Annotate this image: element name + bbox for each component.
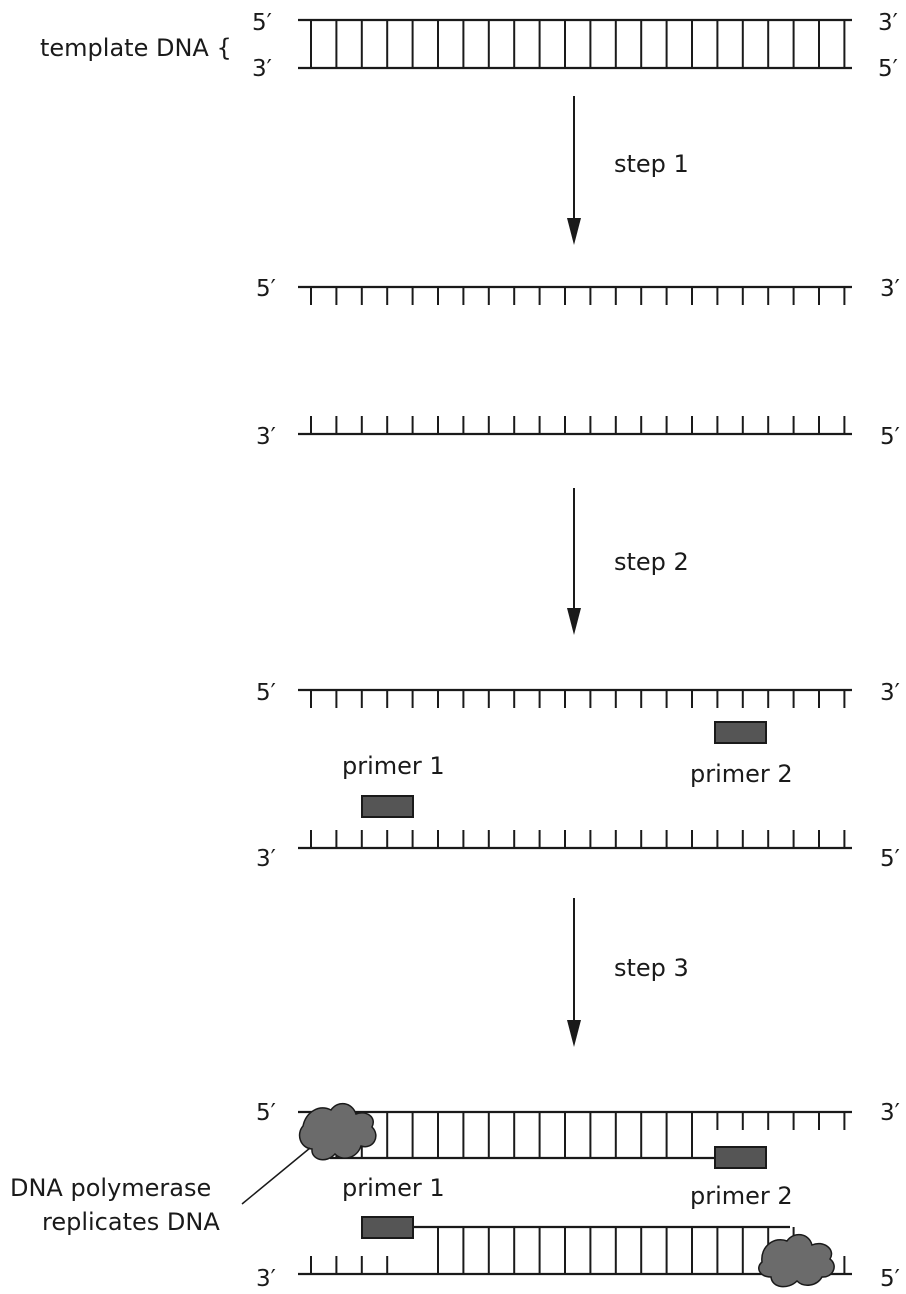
end-label: 5′ — [880, 846, 900, 872]
dna-polymerase-shape — [758, 1233, 835, 1288]
polymerase-label-line2: replicates DNA — [42, 1208, 220, 1236]
primer-1-block — [361, 1216, 414, 1239]
primer-1-label: primer 1 — [342, 1174, 445, 1202]
end-label: 5′ — [880, 1266, 900, 1292]
base-pair-rungs — [335, 1112, 693, 1158]
strand-ticks — [310, 690, 846, 708]
arrow-step-3 — [567, 898, 581, 1047]
end-label: 3′ — [256, 1266, 276, 1292]
stage-denatured: 5′ 3′ 3′ 5′ — [256, 276, 900, 450]
arrow-step-1 — [567, 96, 581, 245]
strand-ticks — [310, 287, 846, 305]
base-pair-rungs — [310, 20, 846, 68]
base-pair-rungs — [437, 1227, 795, 1274]
end-label: 5′ — [880, 424, 900, 450]
stage-extension: 5′ 3′ primer 2 DNA polymerase replicates… — [10, 1100, 900, 1292]
strand-ticks — [716, 1112, 846, 1130]
primer-2-label: primer 2 — [690, 1182, 793, 1210]
end-label: 3′ — [880, 276, 900, 302]
polymerase-label-line1: DNA polymerase — [10, 1174, 211, 1202]
strand-ticks — [310, 830, 846, 848]
step-1-label: step 1 — [614, 150, 689, 178]
end-label-bottom-right: 5′ — [878, 56, 898, 82]
stage-annealing: 5′ 3′ primer 2 primer 1 3′ 5′ — [256, 680, 900, 872]
end-label-bottom-left: 3′ — [252, 56, 272, 82]
primer-1-block — [361, 795, 414, 818]
end-label: 3′ — [256, 424, 276, 450]
dna-polymerase-shape — [298, 1102, 377, 1161]
primer-2-label: primer 2 — [690, 760, 793, 788]
step-3-label: step 3 — [614, 954, 689, 982]
step-2-label: step 2 — [614, 548, 689, 576]
primer-1-label: primer 1 — [342, 752, 445, 780]
polymerase-pointer-line — [241, 1147, 311, 1205]
template-dna-label: template DNA { — [40, 34, 232, 62]
end-label: 3′ — [880, 680, 900, 706]
end-label-top-right: 3′ — [878, 10, 898, 36]
arrow-step-2 — [567, 488, 581, 635]
end-label: 3′ — [880, 1100, 900, 1126]
end-label: 5′ — [256, 680, 276, 706]
stage-template: template DNA { 5′ 3′ 3′ 5′ — [40, 10, 898, 82]
primer-2-block — [714, 1146, 767, 1169]
end-label-top-left: 5′ — [252, 10, 272, 36]
end-label: 5′ — [256, 1100, 276, 1126]
primer-2-block — [714, 721, 767, 744]
end-label: 3′ — [256, 846, 276, 872]
strand-ticks — [310, 416, 846, 434]
end-label: 5′ — [256, 276, 276, 302]
